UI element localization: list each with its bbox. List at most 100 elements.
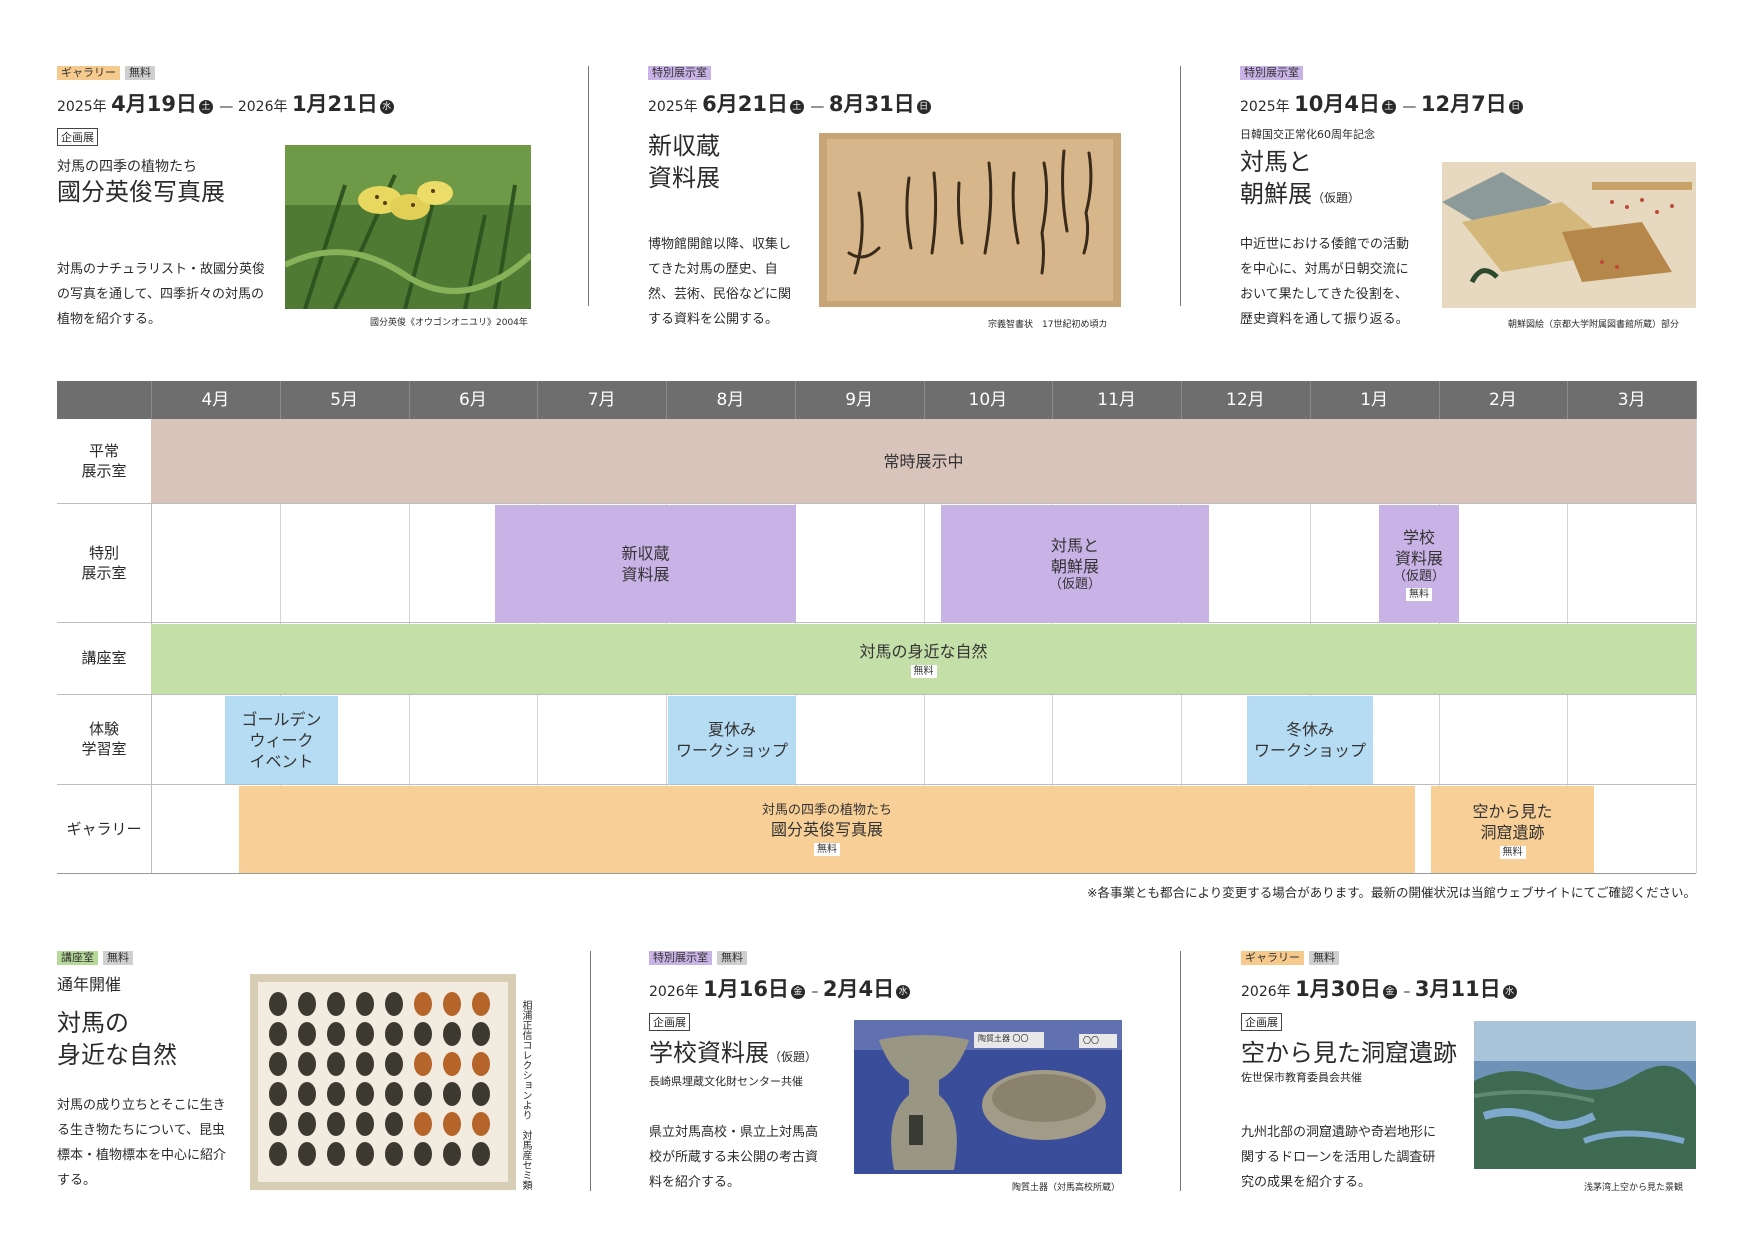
cicada-specimen	[414, 1022, 432, 1046]
tag-free: 無料	[717, 951, 747, 965]
cicada-specimen	[269, 1112, 287, 1136]
korea-scroll-photo	[1442, 162, 1696, 308]
tag-group: ギャラリー 無料	[57, 66, 537, 80]
cicada-specimen	[269, 1082, 287, 1106]
date-end: 3月11日	[1414, 977, 1501, 1001]
year-start: 2026年	[1241, 984, 1291, 1000]
kikakuten-label: 企画展	[1241, 1013, 1282, 1031]
weekday-badge: 土	[1381, 100, 1396, 114]
cicada-specimen	[298, 1052, 316, 1076]
cicada-specimen	[443, 1142, 461, 1166]
header-separator	[279, 381, 281, 419]
bar-label: 夏休み	[707, 720, 756, 739]
cicada-specimen	[443, 1052, 461, 1076]
bar-label: 朝鮮展	[1050, 556, 1099, 576]
bar-tsushima-korea: 対馬と 朝鮮展 （仮題）	[941, 505, 1209, 622]
date-dash: —	[810, 99, 825, 115]
row-label-line: ギャラリー	[66, 819, 142, 838]
kikakuten-label: 企画展	[649, 1013, 690, 1031]
photo-caption: 朝鮮図絵（京都大学附属図書館所蔵）部分	[1508, 320, 1680, 330]
card-school-materials: 特別展示室 無料 2026年 1月16日金 – 2月4日水 企画展 学校資料展（…	[649, 951, 911, 1089]
tag-free: 無料	[103, 951, 133, 965]
cicada-specimen	[443, 1112, 461, 1136]
bar-label: 空から見た	[1472, 801, 1553, 821]
cicada-specimen	[298, 1142, 316, 1166]
co-host-text: 佐世保市教育委員会共催	[1241, 1071, 1362, 1084]
tag-gallery: ギャラリー	[1241, 951, 1304, 965]
card-new-acquisitions: 特別展示室 2025年 6月21日土 — 8月31日日 新収蔵 資料展	[648, 66, 1128, 336]
bar-label: 國分英俊写真展	[770, 820, 883, 839]
date-start: 1月16日	[703, 977, 789, 1001]
month-header-cell: 8月	[716, 390, 745, 410]
row-label-line: 講座室	[81, 649, 127, 667]
tag-free: 無料	[125, 66, 155, 80]
weekday-badge: 水	[1502, 985, 1517, 999]
tag-special-room: 特別展示室	[1240, 66, 1303, 80]
year-start: 2025年	[1240, 99, 1290, 115]
bar-label-tentative: （仮題）	[1048, 576, 1101, 592]
cicada-specimen	[385, 1112, 403, 1136]
tag-special-room: 特別展示室	[648, 66, 711, 80]
bar-label: ワークショップ	[1253, 741, 1366, 760]
header-separator	[1052, 381, 1054, 419]
cicada-specimen	[443, 1082, 461, 1106]
month-header-cell: 4月	[201, 390, 230, 410]
photo-caption: 陶質土器（対馬高校所蔵）	[1012, 1183, 1121, 1193]
title-line: 身近な自然	[57, 1041, 177, 1069]
tag-group: 特別展示室	[1240, 66, 1720, 80]
bar-new-acquisitions: 新収蔵 資料展	[495, 505, 796, 622]
header-separator	[151, 381, 152, 419]
bar-label: イベント	[249, 751, 314, 771]
row-divider	[57, 503, 1696, 504]
bar-label: 資料展	[1394, 548, 1443, 568]
row-label-line: 学習室	[81, 740, 127, 758]
title-text: 学校資料展	[649, 1039, 769, 1067]
weekday-badge: 水	[896, 985, 911, 999]
exhibition-title: 学校資料展（仮題）	[649, 1037, 849, 1073]
row-label-line: 特別	[88, 543, 119, 562]
month-header-cell: 10月	[968, 390, 1008, 410]
photo-label-card: 〇〇	[1083, 1036, 1099, 1045]
divider	[588, 66, 589, 306]
cicada-specimen	[356, 1052, 374, 1076]
cicada-specimen	[385, 1052, 403, 1076]
weekday-badge: 土	[198, 100, 213, 114]
year-start: 2026年	[649, 984, 699, 1000]
weekday-badge: 金	[1382, 985, 1397, 999]
cicada-specimen	[298, 1112, 316, 1136]
bar-label: 常時展示中	[883, 451, 964, 471]
title-tentative: （仮題）	[769, 1050, 818, 1064]
cicada-specimen	[327, 992, 345, 1016]
exhibition-description: 県立対馬高校・県立上対馬高校が所蔵する未公開の考古資料を紹介する。	[649, 1125, 819, 1190]
row-divider	[57, 784, 1696, 785]
cicada-specimen	[414, 1082, 432, 1106]
date-start: 6月21日	[702, 92, 788, 116]
month-header-cell: 7月	[587, 390, 616, 410]
month-header-cell: 12月	[1226, 390, 1265, 410]
row-divider	[57, 622, 1696, 623]
weekday-badge: 日	[1508, 100, 1523, 114]
header-separator	[666, 381, 667, 419]
cicada-specimen	[356, 992, 374, 1016]
photo-caption: 宗義智書状 17世紀初め頃カ	[988, 320, 1108, 330]
date-dash: —	[219, 99, 234, 115]
free-badge: 無料	[1406, 587, 1432, 601]
cicada-specimen	[472, 1112, 490, 1136]
bar-label: 学校	[1402, 527, 1435, 547]
free-badge: 無料	[814, 843, 840, 856]
card-tsushima-korea: 特別展示室 2025年 10月4日土 — 12月7日日 日韓国交正常化60周年記…	[1240, 66, 1720, 336]
tag-free: 無料	[1309, 951, 1339, 965]
date-start: 10月4日	[1294, 92, 1380, 116]
weekday-badge: 土	[789, 100, 804, 114]
divider	[1180, 951, 1181, 1191]
year-start: 2025年	[57, 99, 107, 115]
tag-group: 講座室 無料	[57, 951, 257, 965]
header-separator	[537, 381, 539, 419]
exhibition-title: 対馬と 朝鮮展（仮題）	[1240, 146, 1720, 214]
title-line: 対馬と	[1240, 148, 1312, 176]
pottery-photo: 陶質土器 〇〇 〇〇	[854, 1020, 1122, 1174]
co-host-text: 長崎県埋蔵文化財センター共催	[649, 1075, 803, 1088]
exhibition-description: 対馬のナチュラリスト・故國分英俊の写真を通して、四季折々の対馬の植物を紹介する。	[57, 262, 266, 327]
lily-photo	[285, 145, 531, 309]
